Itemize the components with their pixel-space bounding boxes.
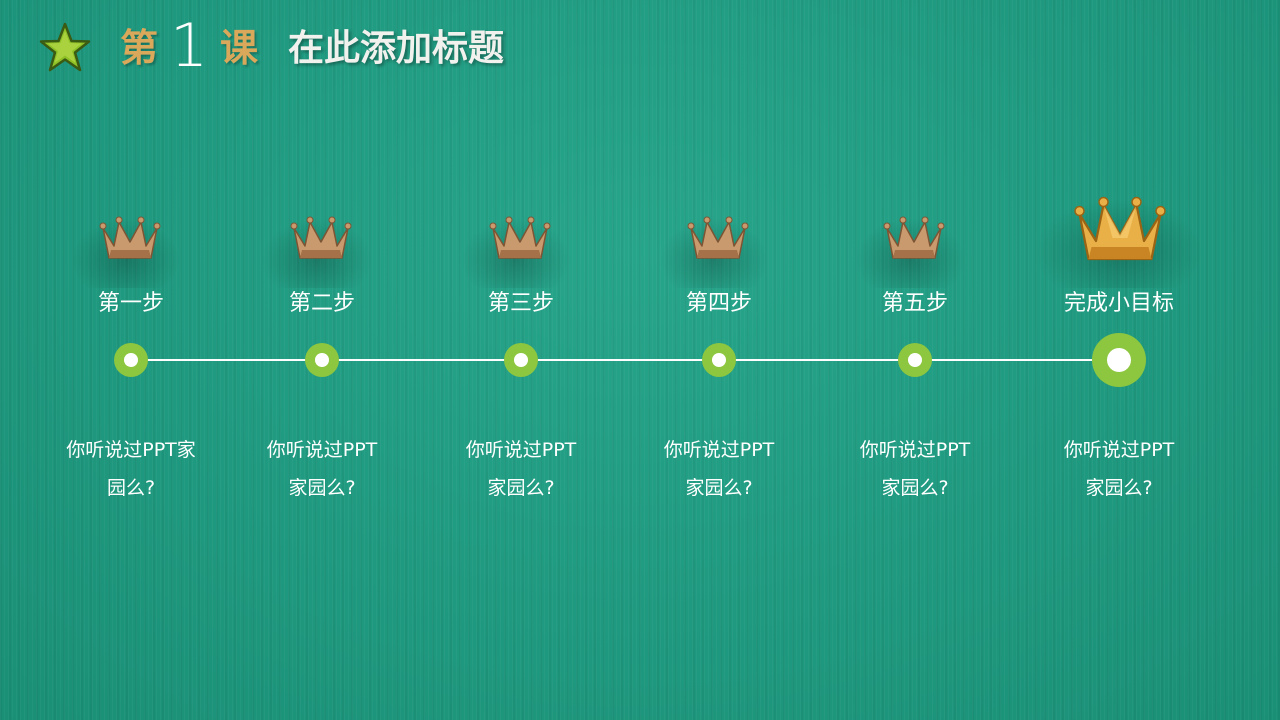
- timeline-node-final: [1092, 333, 1146, 387]
- crown-container: [461, 200, 581, 288]
- step-description-line-1: 你听说过PPT: [663, 439, 775, 461]
- lesson-suffix: 课: [220, 26, 259, 70]
- crown-icon: [489, 216, 551, 259]
- step-description-line-2: 家园么?: [1085, 477, 1153, 499]
- timeline-step-5: 第五步 你听说过PPT 家园么?: [820, 0, 1010, 720]
- crown-icon: [883, 216, 945, 259]
- timeline-step-1: 第一步 你听说过PPT家 园么?: [36, 0, 226, 720]
- timeline-node: [305, 343, 339, 377]
- step-description-line-2: 家园么?: [288, 477, 356, 499]
- step-description-line-1: 你听说过PPT: [266, 439, 378, 461]
- star-icon: [39, 22, 91, 72]
- timeline-line: [131, 359, 1119, 361]
- step-description-line-1: 你听说过PPT: [859, 439, 971, 461]
- timeline-step-final: 完成小目标 你听说过PPT 家园么?: [1024, 0, 1214, 720]
- crown-icon: [290, 216, 352, 259]
- step-description-line-2: 园么?: [106, 477, 156, 499]
- crown-container: [262, 200, 382, 288]
- step-title: 第三步: [487, 291, 554, 316]
- lesson-prefix: 第: [120, 26, 159, 70]
- timeline-node-dot: [712, 353, 726, 367]
- timeline-step-4: 第四步 你听说过PPT 家园么?: [624, 0, 814, 720]
- crown-container: [71, 200, 191, 288]
- page-title: 在此添加标题: [288, 28, 505, 69]
- gold-crown-icon: [1074, 196, 1166, 261]
- timeline-node-dot: [908, 353, 922, 367]
- step-title: 第一步: [97, 291, 164, 316]
- crown-container: [659, 200, 779, 288]
- step-description-line-2: 家园么?: [881, 477, 949, 499]
- timeline-node-dot: [514, 353, 528, 367]
- timeline-node: [702, 343, 736, 377]
- lesson-number: 1: [170, 11, 209, 81]
- step-description-line-1: 你听说过PPT: [465, 439, 577, 461]
- step-description-line-1: 你听说过PPT家: [66, 439, 196, 461]
- crown-icon: [687, 216, 749, 259]
- timeline-node: [504, 343, 538, 377]
- crown-container: [855, 200, 975, 288]
- step-title: 第二步: [288, 291, 355, 316]
- slide-header: 第 1 课 在此添加标题: [0, 0, 1280, 90]
- step-description-line-1: 你听说过PPT: [1063, 439, 1175, 461]
- step-description: 你听说过PPT 家园么?: [247, 431, 397, 507]
- step-description: 你听说过PPT 家园么?: [446, 431, 596, 507]
- step-title: 完成小目标: [1063, 291, 1174, 316]
- timeline-node-dot: [315, 353, 329, 367]
- timeline-node: [898, 343, 932, 377]
- step-title: 第四步: [685, 291, 752, 316]
- step-description-line-2: 家园么?: [685, 477, 753, 499]
- step-title: 第五步: [881, 291, 948, 316]
- timeline-step-2: 第二步 你听说过PPT 家园么?: [227, 0, 417, 720]
- crown-icon: [99, 216, 161, 259]
- step-description: 你听说过PPT 家园么?: [1054, 431, 1184, 507]
- step-description: 你听说过PPT 家园么?: [840, 431, 990, 507]
- crown-container: [1034, 178, 1204, 288]
- step-description: 你听说过PPT 家园么?: [644, 431, 794, 507]
- timeline-node-dot: [1107, 348, 1131, 372]
- step-description: 你听说过PPT家 园么?: [56, 431, 206, 507]
- timeline-node-dot: [124, 353, 138, 367]
- timeline-node: [114, 343, 148, 377]
- step-description-line-2: 家园么?: [487, 477, 555, 499]
- timeline-step-3: 第三步 你听说过PPT 家园么?: [426, 0, 616, 720]
